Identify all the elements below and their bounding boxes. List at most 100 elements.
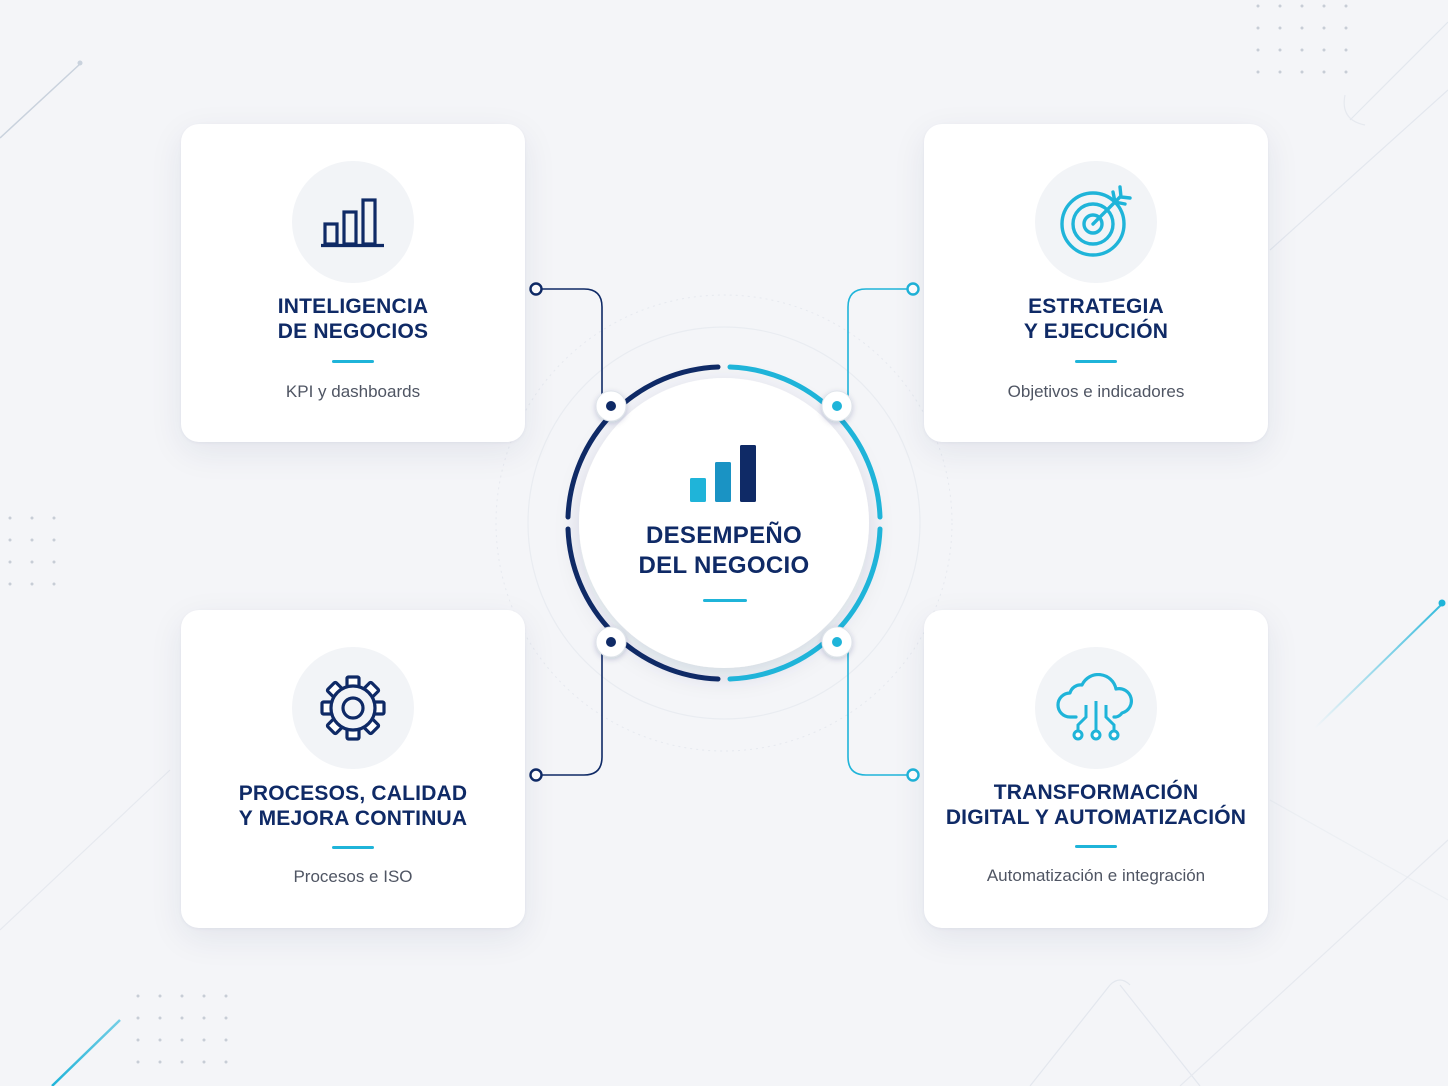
decor-dot bbox=[1300, 26, 1304, 30]
decor-dot bbox=[30, 560, 34, 564]
decor-dot bbox=[1278, 70, 1282, 74]
center-bar-chart-icon bbox=[690, 445, 756, 502]
connector-bi bbox=[536, 288, 603, 404]
card-title: TRANSFORMACIÓN DIGITAL Y AUTOMATIZACIÓN bbox=[924, 780, 1268, 830]
decor-dot bbox=[180, 994, 184, 998]
connector-endpoint-bi bbox=[529, 282, 543, 296]
card-icon-circle bbox=[1035, 161, 1157, 283]
decor-dot bbox=[30, 538, 34, 542]
decor-dot bbox=[1300, 4, 1304, 8]
decor-dot bbox=[224, 1060, 228, 1064]
center-underline bbox=[703, 599, 747, 602]
decor-dot bbox=[202, 1016, 206, 1020]
decor-dot bbox=[224, 1038, 228, 1042]
decor-line bbox=[0, 63, 81, 139]
decor-dot bbox=[1344, 26, 1348, 30]
decor-dot bbox=[1278, 4, 1282, 8]
connector-strategy bbox=[847, 288, 913, 404]
decor-dot bbox=[52, 516, 56, 520]
decor-dot bbox=[158, 1038, 162, 1042]
card-title: ESTRATEGIA Y EJECUCIÓN bbox=[924, 294, 1268, 344]
connector-digital bbox=[847, 643, 913, 776]
card-title-line2: DIGITAL Y AUTOMATIZACIÓN bbox=[945, 806, 1247, 829]
card-title-line2: Y MEJORA CONTINUA bbox=[238, 807, 468, 830]
decor-dot bbox=[136, 1016, 140, 1020]
card-title: PROCESOS, CALIDAD Y MEJORA CONTINUA bbox=[181, 781, 525, 831]
card-icon-circle bbox=[292, 161, 414, 283]
card-title-line1: ESTRATEGIA bbox=[1028, 295, 1164, 318]
connector-processes bbox=[536, 643, 603, 776]
card-subtitle: Objetivos e indicadores bbox=[1007, 382, 1185, 401]
decor-dot bbox=[1344, 70, 1348, 74]
halo-ring-outer bbox=[495, 294, 953, 752]
card-subtitle: KPI y dashboards bbox=[285, 382, 421, 401]
decor-dot bbox=[224, 994, 228, 998]
decor-dot bbox=[1344, 48, 1348, 52]
center-title-line1: DESEMPEÑO bbox=[645, 522, 803, 549]
decor-dot bbox=[158, 994, 162, 998]
decor-dot bbox=[1256, 4, 1260, 8]
decor-dot bbox=[158, 1060, 162, 1064]
decor-dot bbox=[136, 1038, 140, 1042]
connector-endpoint-digital bbox=[906, 768, 920, 782]
decor-dot bbox=[52, 582, 56, 586]
decor-dot bbox=[136, 1060, 140, 1064]
decor-dot bbox=[1278, 26, 1282, 30]
decor-dot bbox=[52, 560, 56, 564]
card-icon-circle bbox=[292, 647, 414, 769]
card-underline bbox=[1075, 845, 1117, 848]
connector-endpoint-strategy bbox=[906, 282, 920, 296]
decor-dot bbox=[8, 538, 12, 542]
decor-dot bbox=[1256, 48, 1260, 52]
connector-endpoint-processes bbox=[529, 768, 543, 782]
decor-dot bbox=[136, 994, 140, 998]
decor-dot bbox=[180, 1038, 184, 1042]
card-title-line1: TRANSFORMACIÓN bbox=[993, 781, 1199, 804]
card-underline bbox=[1075, 360, 1117, 363]
center-disc bbox=[579, 378, 869, 668]
card-subtitle: Procesos e ISO bbox=[293, 867, 413, 886]
decor-dot bbox=[1256, 26, 1260, 30]
card-business-intelligence[interactable]: INTELIGENCIA DE NEGOCIOS KPI y dashboard… bbox=[181, 124, 525, 442]
halo-ring-inner bbox=[527, 326, 921, 720]
card-title-line2: Y EJECUCIÓN bbox=[1023, 320, 1169, 343]
decor-dot bbox=[1278, 48, 1282, 52]
decor-dot bbox=[202, 1060, 206, 1064]
card-icon-circle bbox=[1035, 647, 1157, 769]
card-title-line1: PROCESOS, CALIDAD bbox=[238, 782, 468, 805]
card-processes[interactable]: PROCESOS, CALIDAD Y MEJORA CONTINUA Proc… bbox=[181, 610, 525, 928]
card-title-line2: DE NEGOCIOS bbox=[277, 320, 429, 343]
cloud-network-icon bbox=[1056, 673, 1133, 741]
decor-dot bbox=[158, 1016, 162, 1020]
decor-dot bbox=[30, 516, 34, 520]
decor-dot bbox=[52, 538, 56, 542]
decor-dot bbox=[8, 516, 12, 520]
decor-dot bbox=[1300, 70, 1304, 74]
target-arrow-icon bbox=[1060, 185, 1132, 257]
decor-dot bbox=[1344, 4, 1348, 8]
decor-dot bbox=[202, 994, 206, 998]
center-title-line2: DEL NEGOCIO bbox=[638, 552, 810, 579]
center-title: DESEMPEÑO DEL NEGOCIO bbox=[574, 521, 874, 581]
card-strategy[interactable]: ESTRATEGIA Y EJECUCIÓN Objetivos e indic… bbox=[924, 124, 1268, 442]
bar-chart-outline-icon bbox=[321, 198, 384, 248]
decor-dot bbox=[1322, 4, 1326, 8]
decor-dot bbox=[202, 1038, 206, 1042]
card-subtitle: Automatización e integración bbox=[986, 866, 1206, 885]
decor-dot bbox=[1322, 70, 1326, 74]
decor-dot bbox=[8, 560, 12, 564]
decor-dot bbox=[224, 1016, 228, 1020]
card-digital-transformation[interactable]: TRANSFORMACIÓN DIGITAL Y AUTOMATIZACIÓN … bbox=[924, 610, 1268, 928]
decor-dot bbox=[1300, 48, 1304, 52]
card-title-line1: INTELIGENCIA bbox=[277, 295, 429, 318]
decor-dot bbox=[30, 582, 34, 586]
decor-dot bbox=[180, 1060, 184, 1064]
decor-dot bbox=[180, 1016, 184, 1020]
card-underline bbox=[332, 846, 374, 849]
decor-dot bbox=[1322, 26, 1326, 30]
decor-dot bbox=[1256, 70, 1260, 74]
card-underline bbox=[332, 360, 374, 363]
decor-dot bbox=[8, 582, 12, 586]
